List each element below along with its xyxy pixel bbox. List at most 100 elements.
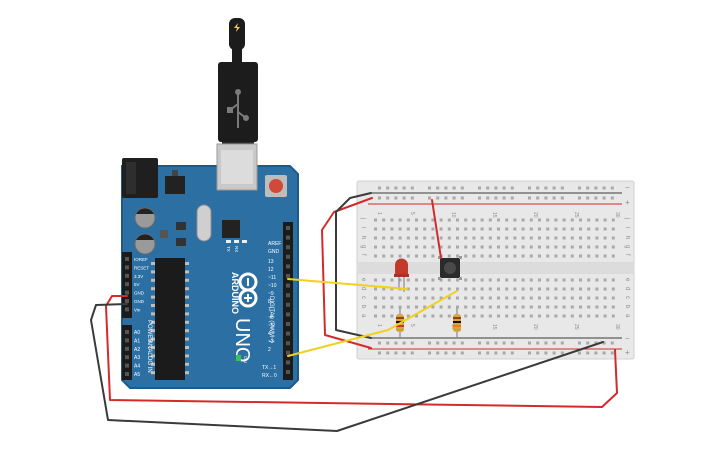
breadboard-hole[interactable] bbox=[394, 196, 398, 200]
breadboard-hole[interactable] bbox=[382, 245, 386, 249]
header-pin-hole[interactable] bbox=[125, 330, 129, 334]
breadboard-hole[interactable] bbox=[529, 278, 533, 282]
breadboard-hole[interactable] bbox=[436, 351, 440, 355]
breadboard-hole[interactable] bbox=[398, 296, 402, 300]
breadboard-hole[interactable] bbox=[382, 296, 386, 300]
breadboard-hole[interactable] bbox=[562, 254, 566, 258]
breadboard-hole[interactable] bbox=[505, 278, 509, 282]
breadboard-hole[interactable] bbox=[554, 278, 558, 282]
breadboard-hole[interactable] bbox=[536, 351, 540, 355]
breadboard-hole[interactable] bbox=[452, 351, 456, 355]
breadboard-hole[interactable] bbox=[579, 278, 582, 282]
breadboard-hole[interactable] bbox=[374, 245, 377, 249]
breadboard-hole[interactable] bbox=[486, 341, 490, 345]
breadboard-hole[interactable] bbox=[610, 186, 614, 190]
breadboard-hole[interactable] bbox=[528, 341, 531, 345]
breadboard-hole[interactable] bbox=[603, 245, 607, 249]
breadboard-hole[interactable] bbox=[415, 227, 418, 231]
breadboard-hole[interactable] bbox=[447, 278, 451, 282]
breadboard-hole[interactable] bbox=[456, 305, 459, 309]
breadboard-hole[interactable] bbox=[587, 254, 591, 258]
breadboard-hole[interactable] bbox=[528, 351, 531, 355]
breadboard-hole[interactable] bbox=[505, 314, 509, 318]
breadboard-hole[interactable] bbox=[374, 227, 377, 231]
breadboard-hole[interactable] bbox=[611, 296, 615, 300]
breadboard-hole[interactable] bbox=[431, 218, 435, 222]
breadboard-hole[interactable] bbox=[464, 278, 468, 282]
breadboard-hole[interactable] bbox=[428, 351, 431, 355]
breadboard-hole[interactable] bbox=[464, 227, 468, 231]
breadboard-hole[interactable] bbox=[390, 254, 394, 258]
breadboard-hole[interactable] bbox=[497, 314, 500, 318]
breadboard-hole[interactable] bbox=[398, 278, 402, 282]
breadboard-hole[interactable] bbox=[544, 196, 548, 200]
breadboard-hole[interactable] bbox=[486, 351, 490, 355]
breadboard-hole[interactable] bbox=[374, 287, 377, 291]
breadboard-hole[interactable] bbox=[595, 227, 599, 231]
breadboard-hole[interactable] bbox=[497, 254, 500, 258]
breadboard-hole[interactable] bbox=[488, 236, 492, 240]
breadboard-hole[interactable] bbox=[579, 314, 582, 318]
breadboard-hole[interactable] bbox=[554, 227, 558, 231]
breadboard-hole[interactable] bbox=[472, 278, 476, 282]
breadboard-hole[interactable] bbox=[578, 186, 581, 190]
breadboard-hole[interactable] bbox=[382, 218, 386, 222]
breadboard-hole[interactable] bbox=[423, 296, 427, 300]
breadboard-hole[interactable] bbox=[505, 287, 509, 291]
breadboard-hole[interactable] bbox=[439, 278, 443, 282]
breadboard-hole[interactable] bbox=[536, 196, 540, 200]
breadboard-hole[interactable] bbox=[447, 227, 451, 231]
breadboard-hole[interactable] bbox=[562, 296, 566, 300]
breadboard-hole[interactable] bbox=[439, 296, 443, 300]
breadboard-hole[interactable] bbox=[394, 351, 398, 355]
breadboard-hole[interactable] bbox=[562, 218, 566, 222]
breadboard-hole[interactable] bbox=[431, 296, 435, 300]
breadboard-hole[interactable] bbox=[603, 254, 607, 258]
breadboard-hole[interactable] bbox=[436, 341, 440, 345]
breadboard-hole[interactable] bbox=[406, 236, 410, 240]
breadboard-hole[interactable] bbox=[529, 227, 533, 231]
breadboard-hole[interactable] bbox=[513, 254, 517, 258]
breadboard-hole[interactable] bbox=[529, 296, 533, 300]
breadboard-hole[interactable] bbox=[579, 227, 582, 231]
breadboard-hole[interactable] bbox=[497, 287, 500, 291]
breadboard-hole[interactable] bbox=[603, 236, 607, 240]
breadboard-hole[interactable] bbox=[521, 227, 525, 231]
breadboard-hole[interactable] bbox=[538, 278, 541, 282]
breadboard-hole[interactable] bbox=[554, 218, 558, 222]
breadboard-hole[interactable] bbox=[562, 287, 566, 291]
breadboard-hole[interactable] bbox=[505, 236, 509, 240]
breadboard-hole[interactable] bbox=[570, 287, 574, 291]
breadboard-hole[interactable] bbox=[570, 227, 574, 231]
breadboard-hole[interactable] bbox=[497, 278, 500, 282]
breadboard-hole[interactable] bbox=[410, 186, 414, 190]
breadboard-hole[interactable] bbox=[497, 218, 500, 222]
breadboard-hole[interactable] bbox=[538, 305, 541, 309]
breadboard-hole[interactable] bbox=[447, 236, 451, 240]
breadboard-hole[interactable] bbox=[603, 314, 607, 318]
breadboard-hole[interactable] bbox=[439, 305, 443, 309]
breadboard-hole[interactable] bbox=[538, 227, 541, 231]
breadboard-hole[interactable] bbox=[505, 305, 509, 309]
breadboard-hole[interactable] bbox=[497, 305, 500, 309]
breadboard-hole[interactable] bbox=[447, 314, 451, 318]
breadboard-hole[interactable] bbox=[431, 245, 435, 249]
breadboard-hole[interactable] bbox=[398, 227, 402, 231]
breadboard-hole[interactable] bbox=[611, 254, 615, 258]
breadboard-hole[interactable] bbox=[587, 314, 591, 318]
breadboard-hole[interactable] bbox=[382, 254, 386, 258]
breadboard-hole[interactable] bbox=[428, 186, 431, 190]
breadboard-hole[interactable] bbox=[562, 305, 566, 309]
breadboard-hole[interactable] bbox=[502, 186, 506, 190]
header-pin-hole[interactable] bbox=[125, 257, 129, 261]
breadboard-hole[interactable] bbox=[386, 186, 390, 190]
breadboard-hole[interactable] bbox=[587, 227, 591, 231]
breadboard-hole[interactable] bbox=[587, 287, 591, 291]
breadboard-hole[interactable] bbox=[521, 296, 525, 300]
breadboard-hole[interactable] bbox=[447, 218, 451, 222]
breadboard-hole[interactable] bbox=[472, 254, 476, 258]
breadboard-hole[interactable] bbox=[447, 305, 451, 309]
breadboard-hole[interactable] bbox=[472, 245, 476, 249]
breadboard-hole[interactable] bbox=[521, 218, 525, 222]
breadboard-hole[interactable] bbox=[390, 305, 394, 309]
